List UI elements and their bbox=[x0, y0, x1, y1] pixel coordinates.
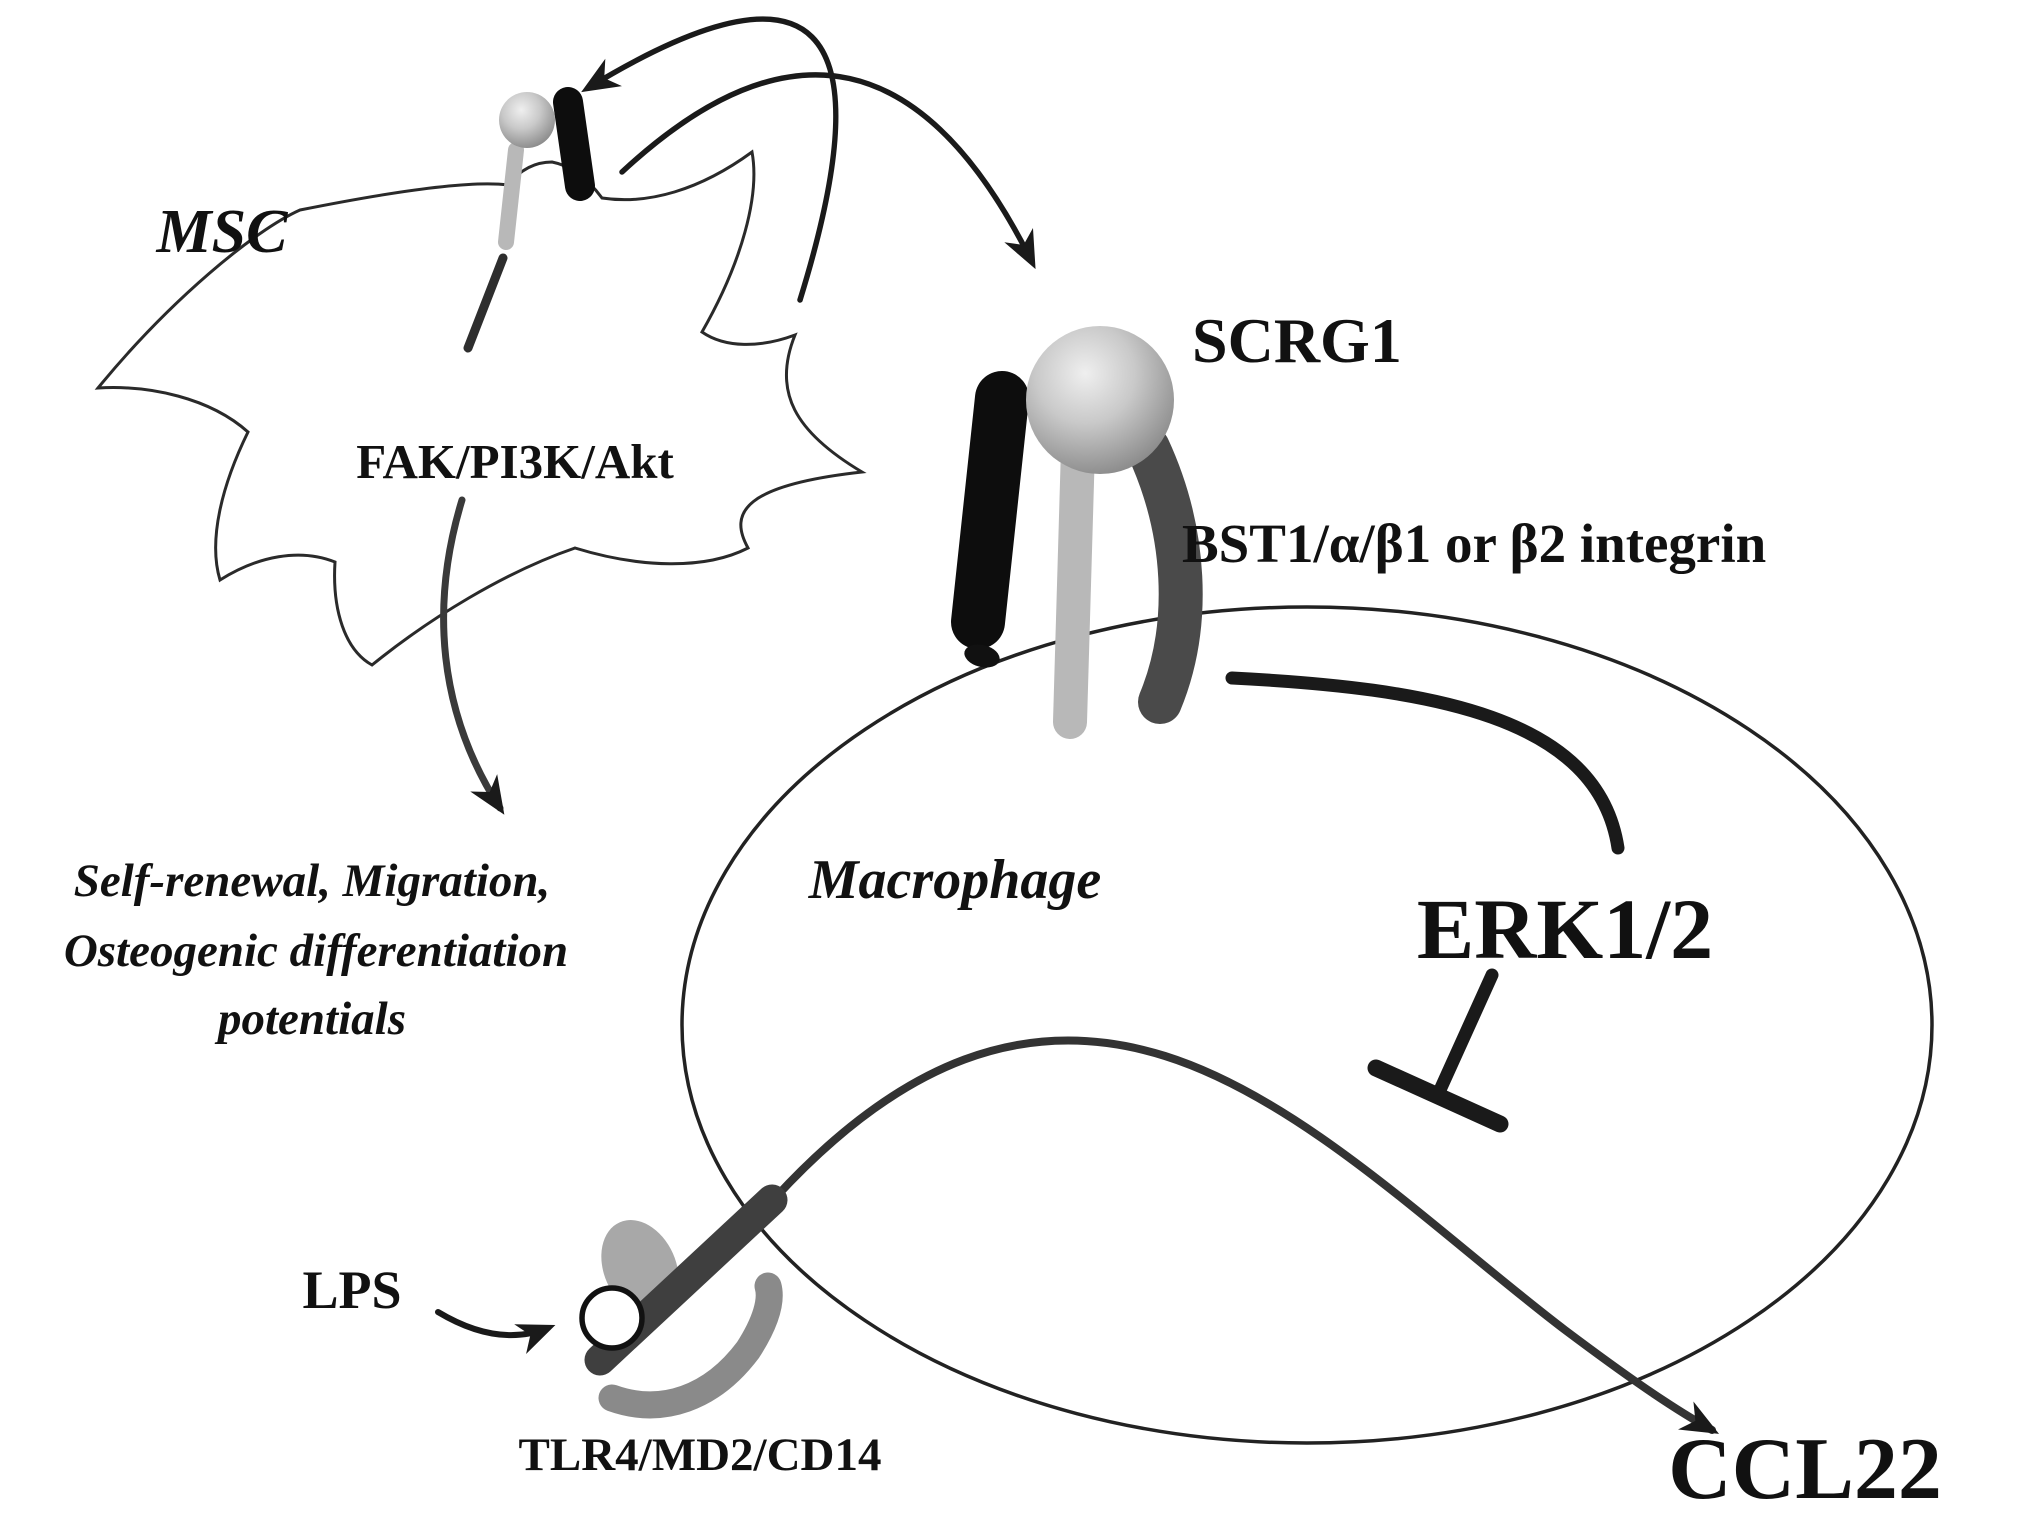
scrg1-ball-icon bbox=[1026, 326, 1174, 474]
erk-inhibition-stem bbox=[1433, 968, 1499, 1097]
scrg1-label: SCRG1 bbox=[1192, 305, 1402, 376]
scrg1-to-msc-arrow bbox=[581, 16, 839, 303]
bst1-black-bar bbox=[951, 371, 1029, 649]
lps-label: LPS bbox=[302, 1260, 401, 1320]
receptor-to-erk-line bbox=[1225, 671, 1625, 855]
fak-pathway-label: FAK/PI3K/Akt bbox=[356, 434, 674, 489]
macrophage-membrane bbox=[680, 605, 1934, 1445]
msc-signal-segment bbox=[463, 253, 508, 353]
lps-arrow bbox=[435, 1309, 556, 1354]
msc-receptor-black-bar bbox=[553, 87, 595, 201]
tlr4-gray-arm bbox=[598, 1272, 783, 1419]
cd14-circle bbox=[579, 1285, 645, 1351]
msc-outcome-line1: Self-renewal, Migration, bbox=[74, 855, 551, 907]
msc-label: MSC bbox=[156, 198, 289, 266]
integrin-light-stalk bbox=[1053, 431, 1095, 739]
integrin-receptor-label: BST1/α/β1 or β2 integrin bbox=[1182, 513, 1766, 574]
bst1-black-nub bbox=[964, 644, 1000, 668]
msc-outcome-line3: potentials bbox=[214, 993, 406, 1045]
tlr4-to-ccl22-curve bbox=[771, 1036, 1720, 1434]
msc-outcome-arrow bbox=[440, 496, 505, 815]
tlr4-complex-label: TLR4/MD2/CD14 bbox=[519, 1429, 882, 1481]
ccl22-label: CCL22 bbox=[1668, 1421, 1942, 1514]
msc-receptor-stalk bbox=[498, 142, 524, 250]
integrin-dark-arm bbox=[1126, 426, 1203, 724]
msc-scrg1-ball-icon bbox=[499, 92, 555, 148]
msc-outcome-line2: Osteogenic differentiation bbox=[64, 925, 568, 977]
erk-label: ERK1/2 bbox=[1417, 881, 1713, 977]
msc-to-scrg1-arrow bbox=[619, 72, 1036, 270]
erk-inhibition-bar bbox=[1367, 1059, 1509, 1133]
macrophage-label: Macrophage bbox=[808, 849, 1101, 911]
msc-cell-outline bbox=[94, 149, 867, 667]
